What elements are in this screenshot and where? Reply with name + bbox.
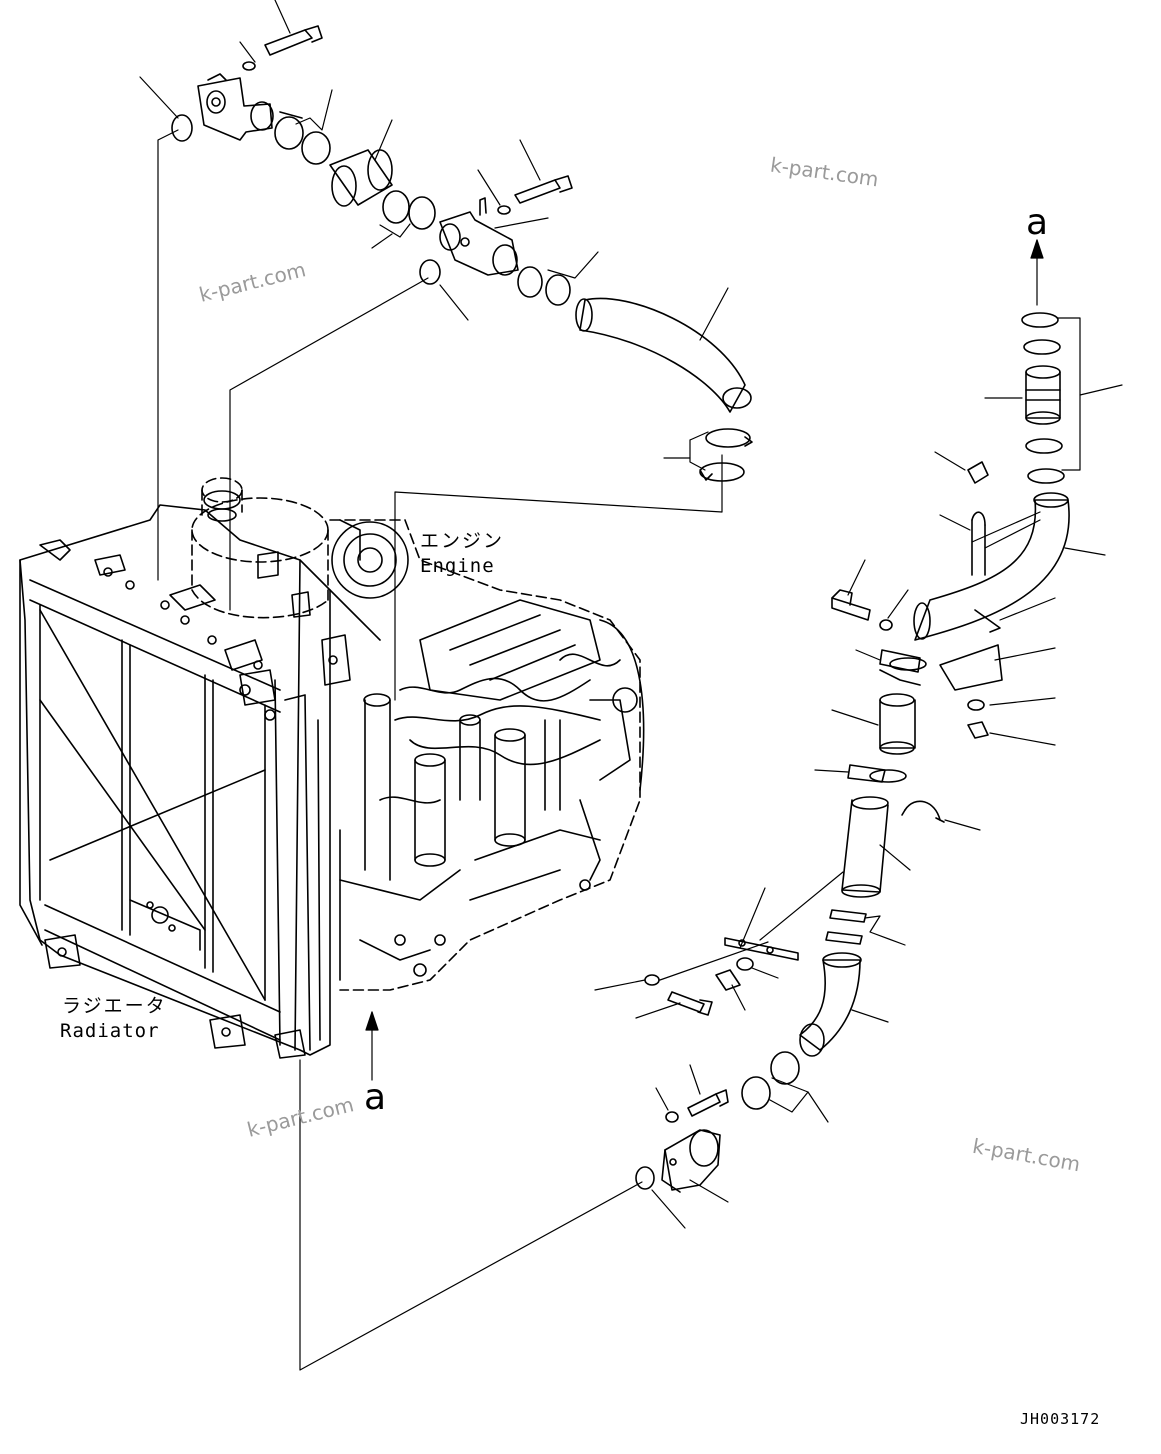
reservoir-outline [191,477,329,619]
reservoir-details [203,490,311,618]
radiator-label-en: Radiator [60,1020,160,1042]
arrow-letter-bottom: a [364,1077,387,1118]
radiator-label-jp: ラジエータ [62,995,167,1017]
engine-label-en: Engine [420,555,495,577]
engine-label-jp: エンジン [420,530,505,552]
radiator-assembly [19,504,331,1059]
drawing-code: JH003172 [1020,1410,1101,1428]
routing-lines [157,129,1044,1371]
right-pipe-assembly [594,312,1123,1229]
engine-assembly [321,519,645,991]
arrow-letter-top: a [1026,202,1049,243]
top-left-fittings [139,0,753,482]
